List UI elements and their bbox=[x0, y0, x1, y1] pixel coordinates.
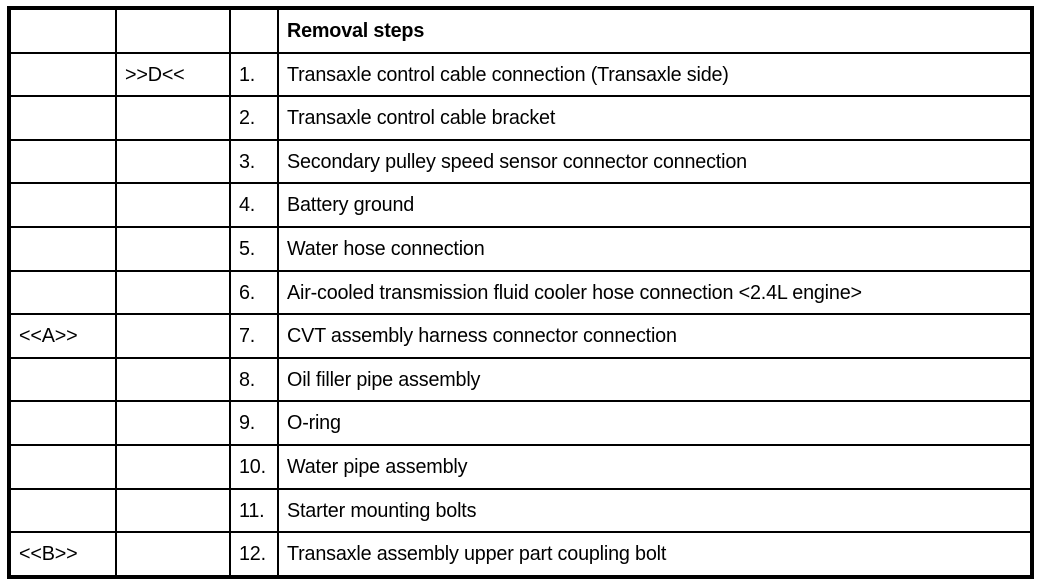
header-cell-mark bbox=[8, 7, 117, 54]
page-title: Removal steps bbox=[287, 19, 425, 43]
row-description: Oil filler pipe assembly bbox=[277, 356, 1033, 403]
row-step-number: 7. bbox=[229, 313, 279, 359]
row-mark bbox=[8, 138, 117, 185]
row-mark bbox=[8, 400, 117, 446]
row-step-number: 8. bbox=[229, 356, 279, 403]
row-step-number: 4. bbox=[229, 182, 279, 228]
table-row: 6. Air-cooled transmission fluid cooler … bbox=[8, 269, 1033, 316]
row-step-number: 3. bbox=[229, 138, 279, 185]
table-row: 8. Oil filler pipe assembly bbox=[8, 356, 1033, 403]
row-mark bbox=[8, 182, 117, 228]
description-text: Water pipe assembly bbox=[287, 454, 468, 478]
row-subprocedure bbox=[115, 531, 231, 578]
description-text: Transaxle control cable connection (Tran… bbox=[287, 62, 729, 86]
description-text: Air-cooled transmission fluid cooler hos… bbox=[287, 280, 862, 304]
description-text: Transaxle control cable bracket bbox=[287, 106, 556, 130]
table-row: 2. Transaxle control cable bracket bbox=[8, 95, 1033, 141]
row-description: Starter mounting bolts bbox=[277, 487, 1033, 534]
row-subprocedure bbox=[115, 356, 231, 403]
row-description: Transaxle assembly upper part coupling b… bbox=[277, 531, 1033, 578]
row-description: CVT assembly harness connector connectio… bbox=[277, 313, 1033, 359]
row-subprocedure bbox=[115, 225, 231, 272]
header-cell-description: Removal steps bbox=[277, 7, 1033, 54]
description-text: CVT assembly harness connector connectio… bbox=[287, 324, 677, 348]
subprocedure-text: >>D<< bbox=[125, 62, 185, 86]
row-subprocedure bbox=[115, 182, 231, 228]
table-row: 9. O-ring bbox=[8, 400, 1033, 446]
description-text: Starter mounting bolts bbox=[287, 498, 477, 522]
table-row: 4. Battery ground bbox=[8, 182, 1033, 228]
row-mark: <<B>> bbox=[8, 531, 117, 578]
row-subprocedure bbox=[115, 269, 231, 316]
table-row: 5. Water hose connection bbox=[8, 225, 1033, 272]
table-row: 11. Starter mounting bolts bbox=[8, 487, 1033, 534]
step-number-text: 4. bbox=[239, 193, 256, 217]
step-number-text: 11. bbox=[239, 498, 265, 522]
step-number-text: 8. bbox=[239, 367, 256, 391]
removal-steps-table: Removal steps >>D<< 1. Transaxle control… bbox=[7, 6, 1034, 579]
row-mark bbox=[8, 51, 117, 98]
header-cell-sub bbox=[115, 7, 231, 54]
row-description: Secondary pulley speed sensor connector … bbox=[277, 138, 1033, 185]
mark-text: <<A>> bbox=[19, 324, 78, 348]
header-cell-num bbox=[229, 7, 279, 54]
row-subprocedure bbox=[115, 443, 231, 490]
row-mark bbox=[8, 95, 117, 141]
description-text: Oil filler pipe assembly bbox=[287, 367, 481, 391]
row-step-number: 2. bbox=[229, 95, 279, 141]
description-text: Water hose connection bbox=[287, 237, 485, 260]
step-number-text: 9. bbox=[239, 411, 256, 435]
row-step-number: 11. bbox=[229, 487, 279, 534]
row-mark bbox=[8, 487, 117, 534]
step-number-text: 7. bbox=[239, 324, 256, 348]
row-subprocedure bbox=[115, 400, 231, 446]
row-mark bbox=[8, 225, 117, 272]
step-number-text: 1. bbox=[239, 62, 256, 86]
row-subprocedure bbox=[115, 487, 231, 534]
row-mark bbox=[8, 269, 117, 316]
step-number-text: 12. bbox=[239, 542, 266, 566]
table-row: >>D<< 1. Transaxle control cable connect… bbox=[8, 51, 1033, 98]
row-description: O-ring bbox=[277, 400, 1033, 446]
step-number-text: 6. bbox=[239, 280, 256, 304]
row-step-number: 6. bbox=[229, 269, 279, 316]
step-number-text: 10. bbox=[239, 454, 266, 478]
description-text: Transaxle assembly upper part coupling b… bbox=[287, 542, 667, 566]
description-text: Battery ground bbox=[287, 193, 415, 217]
table-row: <<A>> 7. CVT assembly harness connector … bbox=[8, 313, 1033, 359]
row-subprocedure bbox=[115, 138, 231, 185]
row-subprocedure bbox=[115, 313, 231, 359]
description-text: O-ring bbox=[287, 411, 341, 435]
description-text: Secondary pulley speed sensor connector … bbox=[287, 149, 747, 173]
row-description: Transaxle control cable connection (Tran… bbox=[277, 51, 1033, 98]
row-description: Water hose connection bbox=[277, 225, 1033, 272]
row-step-number: 9. bbox=[229, 400, 279, 446]
table-body: Removal steps >>D<< 1. Transaxle control… bbox=[8, 7, 1033, 578]
table-row: 10. Water pipe assembly bbox=[8, 443, 1033, 490]
table-row: <<B>> 12. Transaxle assembly upper part … bbox=[8, 531, 1033, 578]
row-description: Water pipe assembly bbox=[277, 443, 1033, 490]
row-step-number: 1. bbox=[229, 51, 279, 98]
row-mark bbox=[8, 443, 117, 490]
row-subprocedure: >>D<< bbox=[115, 51, 231, 98]
row-step-number: 12. bbox=[229, 531, 279, 578]
step-number-text: 2. bbox=[239, 106, 256, 130]
row-description: Air-cooled transmission fluid cooler hos… bbox=[277, 269, 1033, 316]
table-header-row: Removal steps bbox=[8, 7, 1033, 54]
step-number-text: 3. bbox=[239, 149, 256, 173]
table-row: 3. Secondary pulley speed sensor connect… bbox=[8, 138, 1033, 185]
row-mark bbox=[8, 356, 117, 403]
row-step-number: 5. bbox=[229, 225, 279, 272]
row-mark: <<A>> bbox=[8, 313, 117, 359]
row-step-number: 10. bbox=[229, 443, 279, 490]
row-description: Transaxle control cable bracket bbox=[277, 95, 1033, 141]
page-canvas: Removal steps >>D<< 1. Transaxle control… bbox=[7, 6, 1034, 579]
row-description: Battery ground bbox=[277, 182, 1033, 228]
mark-text: <<B>> bbox=[19, 542, 78, 566]
row-subprocedure bbox=[115, 95, 231, 141]
step-number-text: 5. bbox=[239, 237, 256, 260]
